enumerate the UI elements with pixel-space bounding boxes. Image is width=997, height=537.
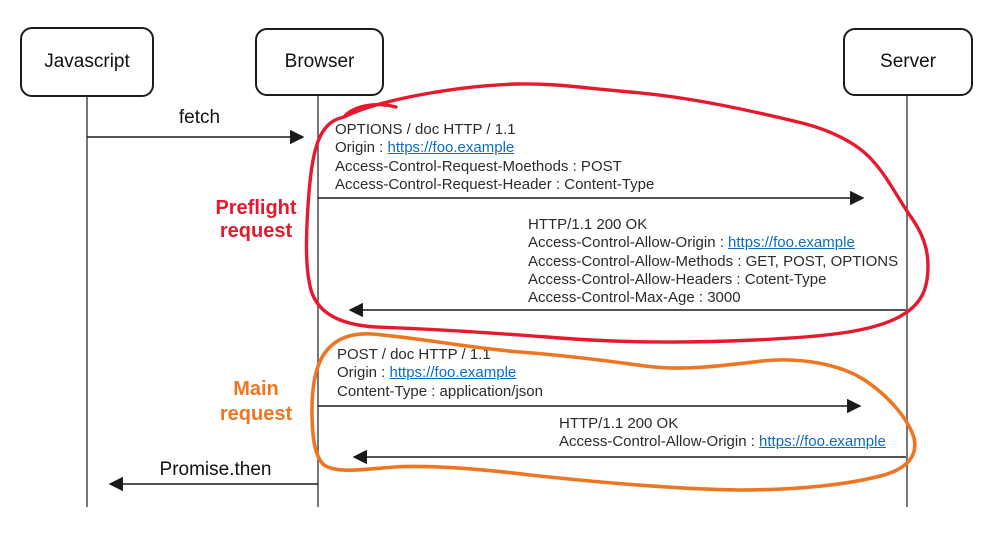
main-request-annotation: Main request	[200, 377, 312, 427]
header-line-request-header: Access-Control-Request-Header : Content-…	[335, 175, 655, 193]
allow-origin-link[interactable]: https://foo.example	[728, 234, 855, 252]
main-request-headers: POST / doc HTTP / 1.1 Origin : https://f…	[337, 346, 543, 401]
preflight-response-headers: HTTP/1.1 200 OK Access-Control-Allow-Ori…	[528, 216, 898, 307]
header-line-allow-headers: Access-Control-Allow-Headers : Cotent-Ty…	[528, 270, 827, 288]
promise-then-arrow-label: Promise.then	[159, 459, 272, 480]
header-line-max-age: Access-Control-Max-Age : 3000	[528, 289, 741, 307]
allow-origin-link[interactable]: https://foo.example	[759, 433, 886, 451]
actor-label-server: Server	[880, 51, 936, 72]
actor-label-browser: Browser	[284, 51, 355, 72]
header-line-allow-origin: Access-Control-Allow-Origin : https://fo…	[559, 433, 886, 451]
header-line-status: HTTP/1.1 200 OK	[528, 216, 648, 233]
actor-label-javascript: Javascript	[44, 51, 130, 72]
header-line-allow-origin: Access-Control-Allow-Origin : https://fo…	[528, 234, 898, 252]
actor-box-javascript: Javascript	[20, 27, 154, 97]
allow-origin-header-key: Access-Control-Allow-Origin :	[528, 234, 729, 252]
header-line-request-line: OPTIONS / doc HTTP / 1.1	[335, 121, 516, 138]
preflight-annotation-line1: Preflight	[215, 197, 297, 219]
origin-link[interactable]: https://foo.example	[389, 364, 517, 382]
header-line-content-type: Content-Type : application/json	[337, 382, 543, 400]
header-line-origin: Origin : https://foo.example	[337, 364, 543, 382]
fetch-arrow-label: fetch	[178, 107, 221, 128]
header-line-allow-methods: Access-Control-Allow-Methods : GET, POST…	[528, 252, 899, 270]
header-line-request-methods: Access-Control-Request-Moethods : POST	[335, 157, 622, 175]
actor-box-server: Server	[843, 28, 973, 96]
origin-link[interactable]: https://foo.example	[387, 139, 515, 157]
origin-header-key: Origin :	[335, 139, 388, 157]
allow-origin-header-key: Access-Control-Allow-Origin :	[559, 433, 760, 451]
main-annotation-line2: request	[219, 403, 293, 425]
header-line-origin: Origin : https://foo.example	[335, 139, 654, 157]
header-line-request-line: POST / doc HTTP / 1.1	[337, 346, 491, 363]
origin-header-key: Origin :	[337, 364, 390, 382]
main-response-headers: HTTP/1.1 200 OK Access-Control-Allow-Ori…	[559, 415, 886, 452]
actor-box-browser: Browser	[255, 28, 384, 96]
preflight-annotation-line2: request	[219, 220, 293, 242]
preflight-request-headers: OPTIONS / doc HTTP / 1.1 Origin : https:…	[335, 121, 654, 194]
main-annotation-line1: Main	[233, 378, 279, 400]
preflight-request-annotation: Preflight request	[200, 197, 312, 243]
header-line-status: HTTP/1.1 200 OK	[559, 415, 679, 432]
